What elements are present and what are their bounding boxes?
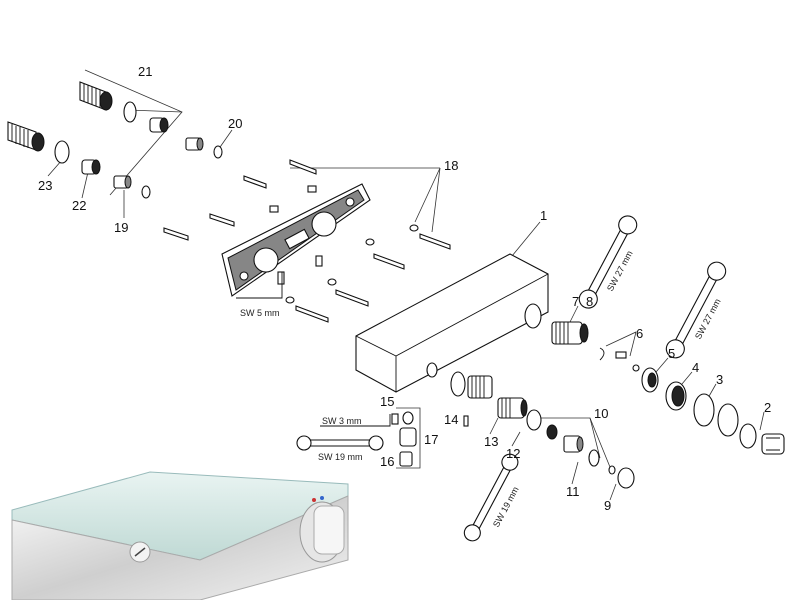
nut-12 bbox=[526, 409, 542, 431]
nuts-18 bbox=[269, 185, 323, 285]
callout-13: 13 bbox=[484, 434, 498, 449]
callout-23: 23 bbox=[38, 178, 52, 193]
callout-5: 5 bbox=[668, 346, 675, 361]
check-valve-20 bbox=[185, 137, 204, 151]
callout-18: 18 bbox=[444, 158, 458, 173]
callout-17: 17 bbox=[424, 432, 438, 447]
callout-12: 12 bbox=[506, 446, 520, 461]
callout-6: 6 bbox=[636, 326, 643, 341]
callout-14: 14 bbox=[444, 412, 458, 427]
seal-20 bbox=[213, 145, 223, 159]
cartridge-13 bbox=[497, 397, 528, 419]
small-screw-6 bbox=[632, 364, 640, 372]
wrench-sw27-right bbox=[665, 261, 727, 359]
callout-8: 8 bbox=[586, 294, 593, 309]
check-valve-19 bbox=[113, 175, 132, 189]
wrench-sw19-left: SW 19 mm bbox=[296, 435, 384, 462]
inlet-connector-lower bbox=[7, 121, 45, 152]
nut-5 bbox=[641, 367, 659, 393]
cap-9 bbox=[617, 467, 635, 489]
callout-2: 2 bbox=[764, 400, 771, 415]
callout-21: 21 bbox=[138, 64, 152, 79]
callout-10: 10 bbox=[594, 406, 608, 421]
callout-15: 15 bbox=[380, 394, 394, 409]
callout-22: 22 bbox=[72, 198, 86, 213]
nut-16 bbox=[399, 451, 413, 467]
valve-10 bbox=[563, 435, 584, 453]
washer-23 bbox=[54, 140, 70, 164]
sleeve-4 bbox=[665, 381, 687, 411]
screw-6 bbox=[615, 351, 627, 359]
callout-20: 20 bbox=[228, 116, 242, 131]
callout-1: 1 bbox=[540, 208, 547, 223]
cartridge-7-8 bbox=[551, 321, 589, 345]
inlet-connector-upper bbox=[79, 81, 113, 111]
callout-19: 19 bbox=[114, 220, 128, 235]
callout-numbers: 1 2 3 4 5 6 7 8 9 10 11 12 13 14 15 16 1… bbox=[38, 64, 771, 513]
tool-label-sw19-left: SW 19 mm bbox=[318, 452, 363, 462]
tool-label-sw5: SW 5 mm bbox=[240, 308, 280, 318]
screws-18 bbox=[163, 159, 451, 323]
pin-14 bbox=[463, 415, 469, 427]
o-ring-15 bbox=[402, 411, 414, 425]
adapter-17 bbox=[399, 427, 417, 447]
callout-9: 9 bbox=[604, 498, 611, 513]
cap-2 bbox=[761, 433, 785, 455]
callout-4: 4 bbox=[692, 360, 699, 375]
wrench-sw19-bottom bbox=[463, 453, 519, 542]
washers-18 bbox=[285, 224, 419, 304]
o-ring-11 bbox=[588, 449, 600, 467]
coupling-13 bbox=[450, 371, 493, 399]
callout-16: 16 bbox=[380, 454, 394, 469]
ring-3b bbox=[717, 403, 739, 437]
leader-lines bbox=[47, 69, 765, 501]
product-photo bbox=[11, 471, 349, 600]
callout-3: 3 bbox=[716, 372, 723, 387]
allen-key-sw3: SW 3 mm bbox=[320, 414, 391, 427]
o-ring-3 bbox=[693, 393, 715, 427]
seal-19 bbox=[141, 185, 151, 199]
nipple-21 bbox=[149, 117, 169, 133]
tool-label-sw3: SW 3 mm bbox=[322, 416, 362, 426]
washer-21a bbox=[123, 101, 137, 123]
mounting-plate bbox=[221, 183, 371, 297]
wrench-sw27-top bbox=[578, 215, 638, 309]
thermostat-body bbox=[355, 253, 549, 393]
washer-9 bbox=[608, 465, 616, 475]
clip-6 bbox=[599, 347, 605, 361]
callout-11: 11 bbox=[566, 484, 580, 499]
o-ring-12 bbox=[546, 424, 558, 440]
allen-key-sw5: SW 5 mm bbox=[236, 272, 283, 318]
callout-7: 7 bbox=[572, 294, 579, 309]
nipple-22 bbox=[81, 159, 101, 175]
o-ring-2b bbox=[739, 423, 757, 449]
screw-15 bbox=[391, 413, 399, 425]
